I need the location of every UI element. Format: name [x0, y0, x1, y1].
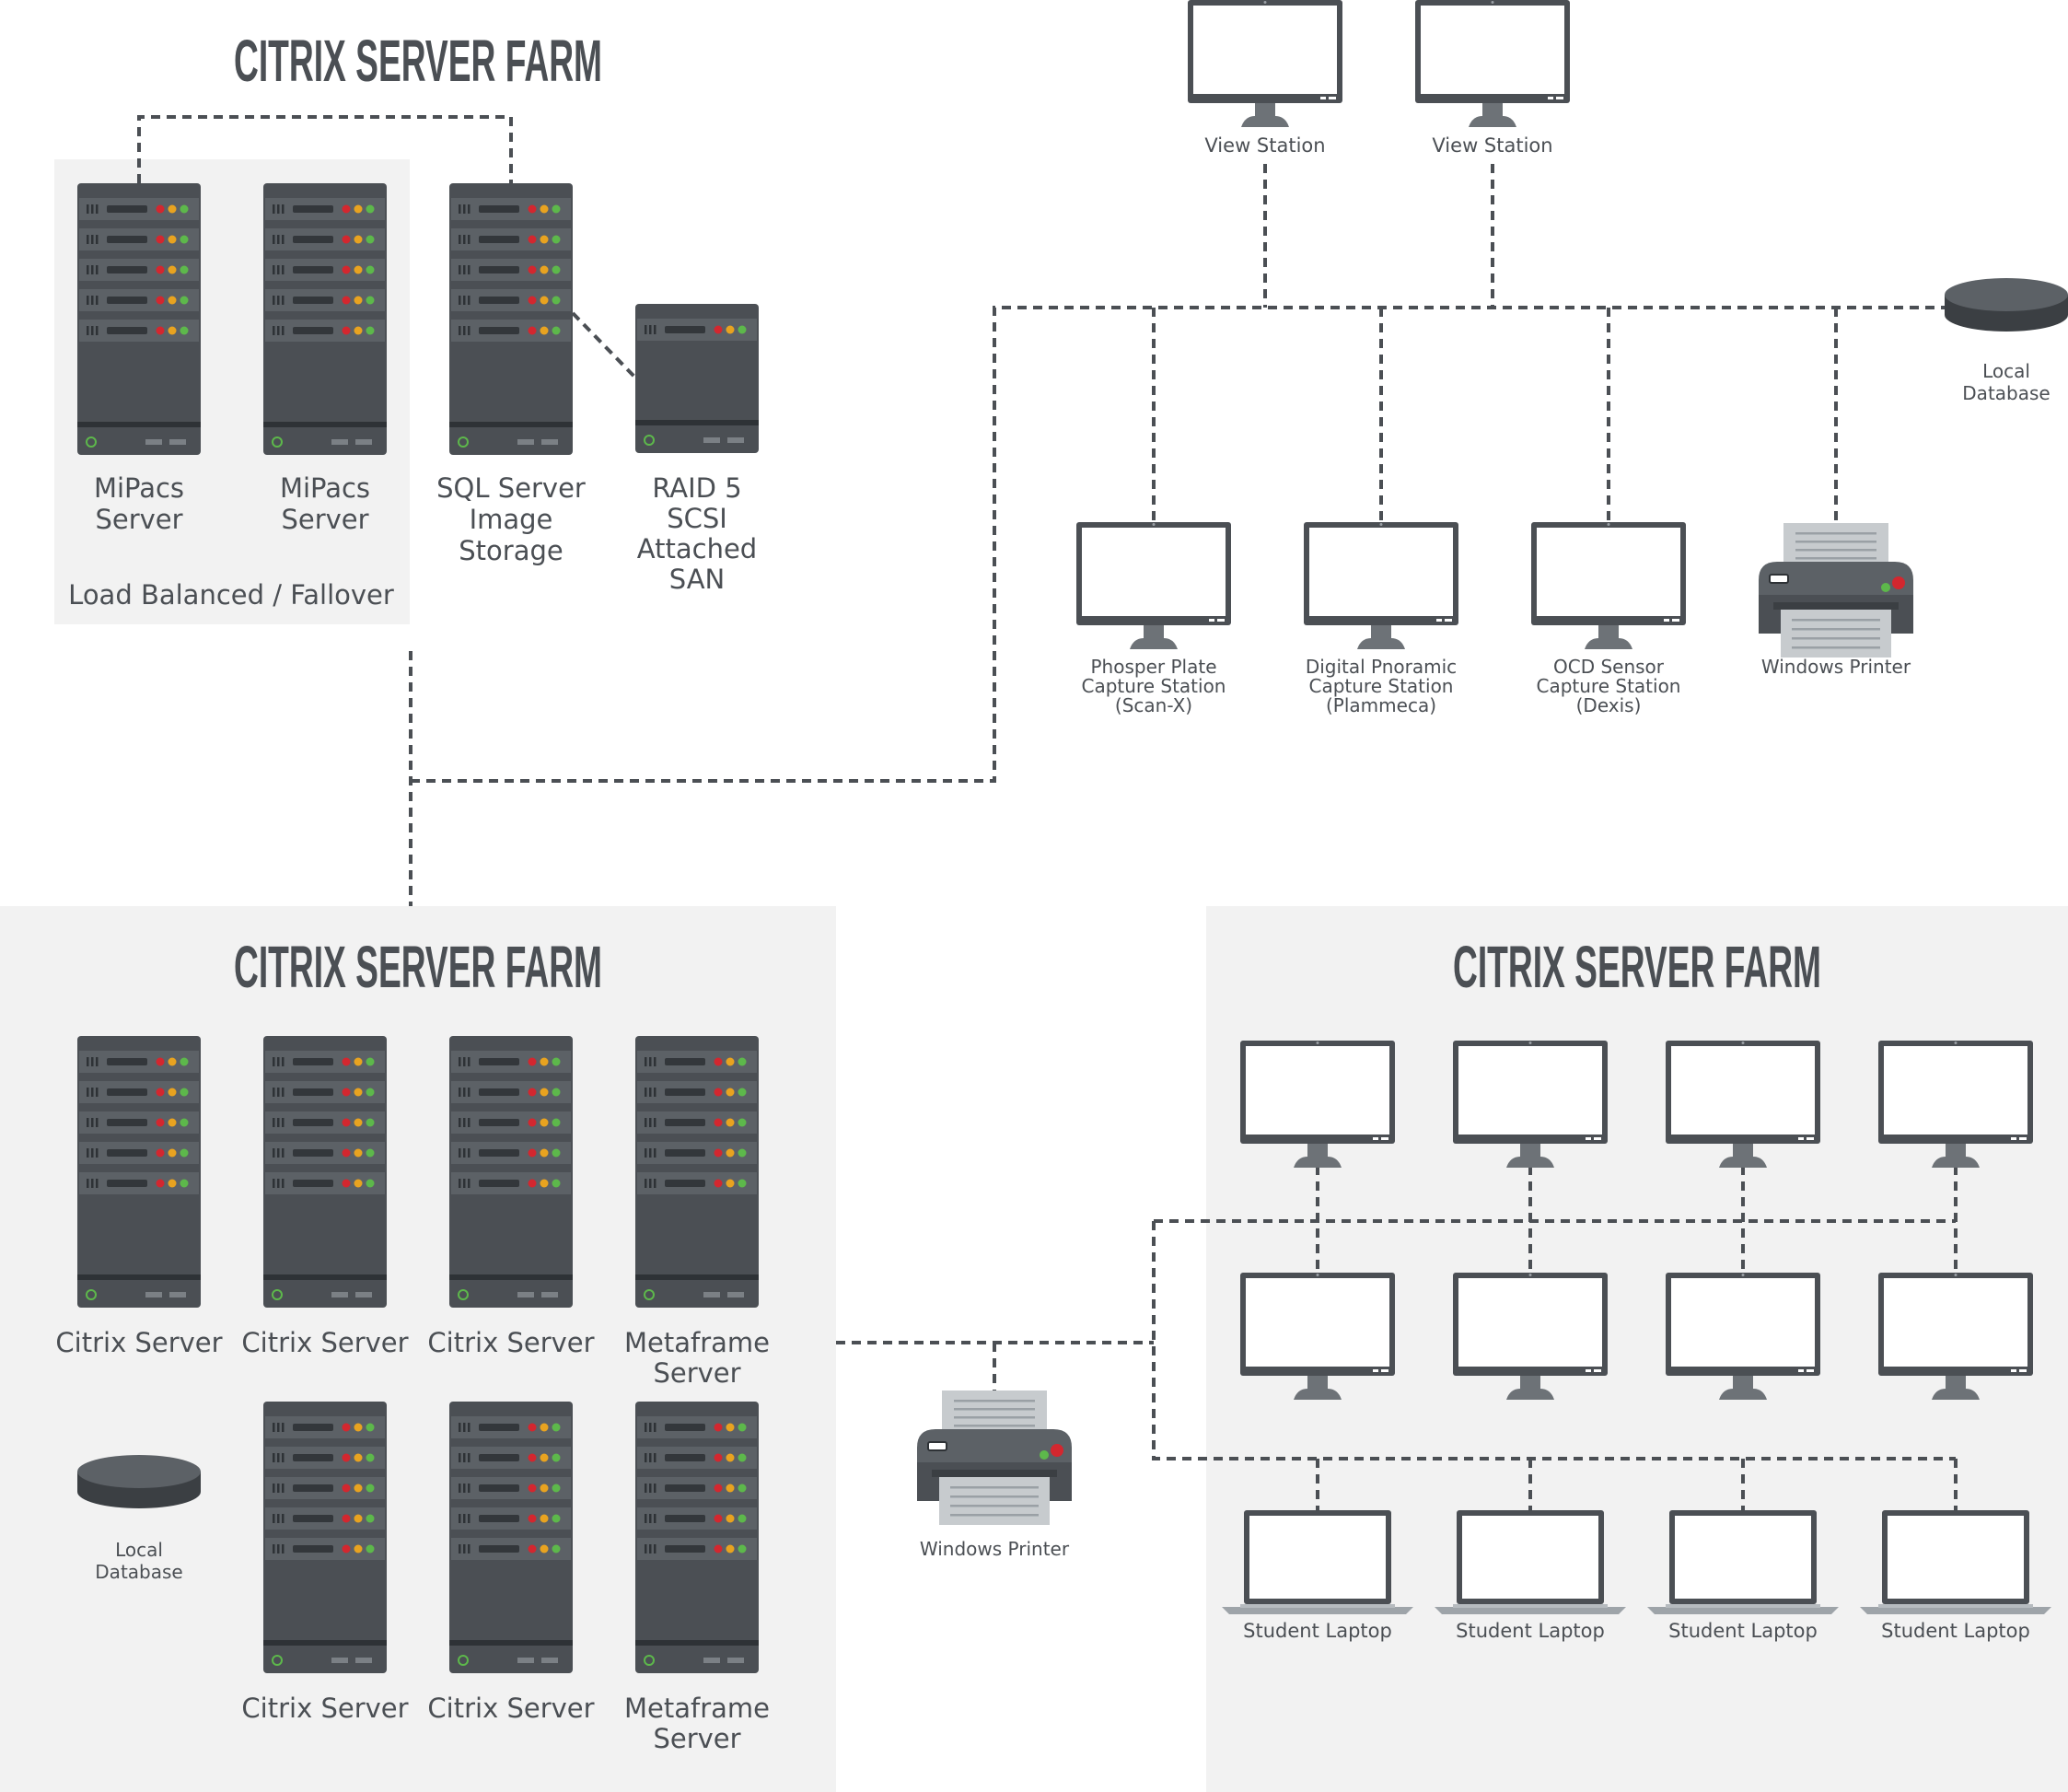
- capture-station-2-monitor: [1304, 522, 1458, 649]
- bottom-right-farm-title: CITRIX SERVER FARM: [1453, 934, 1821, 1000]
- capture-station-3-monitor: [1531, 522, 1686, 649]
- citrix-row2-server-2-label: Citrix Server: [427, 1693, 594, 1724]
- citrix-row1-server-3: [449, 1036, 573, 1308]
- student-laptop-1-label: Student Laptop: [1243, 1620, 1392, 1642]
- citrix-row2-server-3-label-line-2: Server: [653, 1723, 740, 1754]
- citrix-row1-server-4-label-line-2: Server: [653, 1357, 740, 1389]
- citrix-row1-server-3-label: Citrix Server: [427, 1327, 594, 1358]
- mipacs-server-2: [263, 183, 387, 455]
- lab-monitor-mid-2: [1453, 1273, 1608, 1400]
- farm-database-label-line-1: Local: [115, 1539, 163, 1561]
- citrix-row2-server-1-label: Citrix Server: [241, 1693, 408, 1724]
- citrix-row1-server-1: [77, 1036, 201, 1308]
- capture-station-2-label-line-1: Digital Pnoramic: [1306, 656, 1457, 678]
- clinic-database: [1945, 278, 2068, 332]
- raid-san: [635, 304, 759, 453]
- capture-station-3-label-line-3: (Dexis): [1576, 694, 1642, 716]
- raid-san-label-line-4: SAN: [669, 564, 725, 595]
- clinic-database-label-line-1: Local: [1982, 360, 2030, 382]
- capture-station-1-monitor: [1076, 522, 1231, 649]
- lab-monitor-top-3: [1666, 1041, 1820, 1168]
- lab-monitor-mid-1: [1240, 1273, 1395, 1400]
- top-farm-title: CITRIX SERVER FARM: [234, 28, 602, 94]
- lab-monitor-mid-4: [1878, 1273, 2033, 1400]
- mipacs-server-1: [77, 183, 201, 455]
- raid-san-label-line-1: RAID 5: [652, 472, 741, 504]
- citrix-row1-server-4: [635, 1036, 759, 1308]
- mipacs-server-2-label-line-1: MiPacs: [280, 472, 370, 504]
- devices: [77, 0, 2068, 1673]
- raid-san-label-line-3: Attached: [637, 533, 757, 564]
- lab-monitor-top-1: [1240, 1041, 1395, 1168]
- capture-station-3-label-line-2: Capture Station: [1537, 675, 1681, 697]
- citrix-row1-server-2: [263, 1036, 387, 1308]
- student-laptop-2-label: Student Laptop: [1456, 1620, 1605, 1642]
- capture-station-3-label-line-1: OCD Sensor: [1553, 656, 1665, 678]
- capture-station-2-label-line-3: (Plammeca): [1326, 694, 1436, 716]
- farm-database-label-line-2: Database: [95, 1561, 182, 1583]
- citrix-row2-server-3: [635, 1402, 759, 1673]
- sql-server-label-line-3: Storage: [459, 535, 563, 566]
- capture-station-1-label-line-1: Phosper Plate: [1091, 656, 1217, 678]
- network-connections: [137, 115, 1958, 1511]
- view-station-2-monitor: [1415, 0, 1570, 127]
- raid-san-label-line-2: SCSI: [667, 503, 727, 534]
- mipacs-server-1-label-line-1: MiPacs: [94, 472, 184, 504]
- student-laptop-3: [1647, 1510, 1839, 1614]
- student-laptop-1: [1222, 1510, 1413, 1614]
- clinic-printer-label: Windows Printer: [1761, 656, 1911, 678]
- capture-station-2-label-line-2: Capture Station: [1309, 675, 1454, 697]
- view-station-1-label: View Station: [1204, 134, 1325, 157]
- capture-station-1-label-line-2: Capture Station: [1082, 675, 1226, 697]
- citrix-row2-server-3-label-line-1: Metaframe: [624, 1693, 770, 1724]
- sql-server: [449, 183, 573, 455]
- lab-monitor-mid-3: [1666, 1273, 1820, 1400]
- lab-monitor-top-4: [1878, 1041, 2033, 1168]
- citrix-row1-server-1-label: Citrix Server: [55, 1327, 222, 1358]
- citrix-row2-server-1: [263, 1402, 387, 1673]
- view-station-1-monitor: [1188, 0, 1342, 127]
- middle-printer-label: Windows Printer: [920, 1538, 1070, 1560]
- citrix-row1-server-4-label-line-1: Metaframe: [624, 1327, 770, 1358]
- mipacs-sql-link: [137, 115, 513, 183]
- view-station-2-label: View Station: [1432, 134, 1552, 157]
- capture-station-1-label-line-3: (Scan-X): [1115, 694, 1192, 716]
- mipacs-server-1-label-line-2: Server: [95, 504, 182, 535]
- load-balanced-label: Load Balanced / Fallover: [68, 579, 394, 611]
- farm-to-clinic-link: [411, 306, 1952, 783]
- clinic-database-label-line-2: Database: [1962, 382, 2050, 404]
- lab-bus-lower: [1152, 1221, 1956, 1460]
- sql-server-label-line-1: SQL Server: [436, 472, 586, 504]
- sql-san-link: [571, 311, 637, 379]
- lab-monitor-top-2: [1453, 1041, 1608, 1168]
- citrix-row1-server-2-label: Citrix Server: [241, 1327, 408, 1358]
- middle-printer: [917, 1391, 1072, 1525]
- student-laptop-3-label: Student Laptop: [1668, 1620, 1818, 1642]
- sql-server-label-line-2: Image: [470, 504, 553, 535]
- student-laptop-2: [1435, 1510, 1626, 1614]
- student-laptop-4: [1860, 1510, 2051, 1614]
- mipacs-server-2-label-line-2: Server: [281, 504, 368, 535]
- clinic-printer: [1759, 523, 1913, 657]
- student-laptop-4-label: Student Laptop: [1881, 1620, 2030, 1642]
- bottom-left-farm-title: CITRIX SERVER FARM: [234, 934, 602, 1000]
- farm-database: [77, 1455, 201, 1508]
- citrix-row2-server-2: [449, 1402, 573, 1673]
